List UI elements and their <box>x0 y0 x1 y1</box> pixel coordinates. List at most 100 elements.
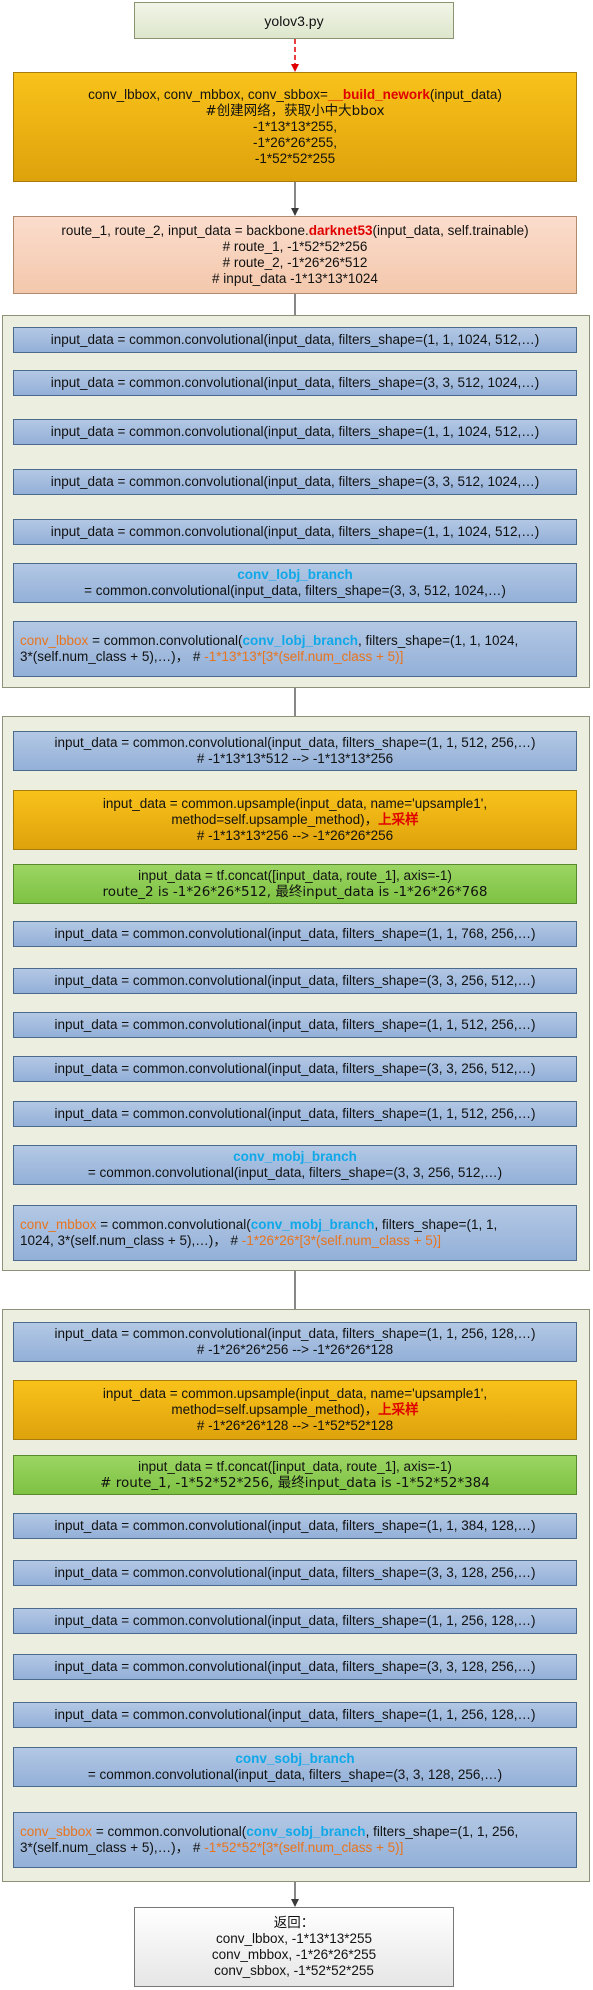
g2-upsample-line-1: input_data = common.upsample(input_data,… <box>102 796 488 811</box>
g3-conv-3: input_data = common.convolutional(input_… <box>13 1608 577 1634</box>
g2-conv-5-text: input_data = common.convolutional(input_… <box>54 1106 536 1121</box>
g3-conv-5-text: input_data = common.convolutional(input_… <box>54 1707 536 1722</box>
g2-conv-4: input_data = common.convolutional(input_… <box>13 1056 577 1082</box>
g3-conv-reduce: input_data = common.convolutional(input_… <box>13 1322 577 1362</box>
g3-output-box: conv_sbbox = common.convolutional(conv_s… <box>13 1812 577 1868</box>
g3-output-post: , filters_shape=(1, 1, 256, <box>365 1824 519 1839</box>
g3-upsample-note: # -1*26*26*128 --> -1*52*52*128 <box>196 1418 394 1433</box>
title-text: yolov3.py <box>264 12 324 29</box>
g2-output-box: conv_mbbox = common.convolutional(conv_m… <box>13 1205 577 1261</box>
g3-output-line-1: conv_sbbox = common.convolutional(conv_s… <box>20 1824 518 1840</box>
build-comment: #创建网络，获取小中大bbox <box>205 103 385 119</box>
g3-conv-2-text: input_data = common.convolutional(input_… <box>54 1565 536 1580</box>
g1-output-post: , filters_shape=(1, 1, 1024, <box>358 633 519 648</box>
g2-upsample-line-2: method=self.upsample_method)，上采样 <box>171 812 418 828</box>
returns-label: 返回： <box>273 1915 315 1931</box>
g3-output-line-2-text: 3*(self.num_class + 5),…)， # <box>20 1840 205 1855</box>
build-shape-1: -1*13*13*255, <box>252 119 338 134</box>
build-shape-3: -1*52*52*255 <box>254 151 336 166</box>
g2-conv-2: input_data = common.convolutional(input_… <box>13 968 577 994</box>
g3-conv-1: input_data = common.convolutional(input_… <box>13 1513 577 1539</box>
g3-conv-2: input_data = common.convolutional(input_… <box>13 1560 577 1586</box>
g1-conv-3: input_data = common.convolutional(input_… <box>13 419 577 445</box>
build-call-post: (input_data) <box>429 87 502 102</box>
g2-conv-reduce-text: input_data = common.convolutional(input_… <box>54 735 536 750</box>
g2-branch-name: conv_mobj_branch <box>233 1149 357 1164</box>
g2-conv-reduce: input_data = common.convolutional(input_… <box>13 731 577 771</box>
g2-conv-1-text: input_data = common.convolutional(input_… <box>54 926 536 941</box>
g3-upsample-box: input_data = common.upsample(input_data,… <box>13 1380 577 1440</box>
returns-lbbox: conv_lbbox, -1*13*13*255 <box>215 1931 373 1946</box>
g2-concat-box: input_data = tf.concat([input_data, rout… <box>13 864 577 904</box>
g3-conv-4: input_data = common.convolutional(input_… <box>13 1654 577 1680</box>
g2-upsample-box: input_data = common.upsample(input_data,… <box>13 790 577 850</box>
g1-conv-5-text: input_data = common.convolutional(input_… <box>50 524 540 539</box>
g3-conv-reduce-text: input_data = common.convolutional(input_… <box>54 1326 536 1341</box>
g1-conv-4-text: input_data = common.convolutional(input_… <box>50 474 540 489</box>
build-network-box: conv_lbbox, conv_mbbox, conv_sbbox=__bui… <box>13 72 577 182</box>
g3-output-line-2: 3*(self.num_class + 5),…)， # -1*52*52*[3… <box>20 1840 403 1856</box>
g2-output-name: conv_mbbox <box>20 1217 97 1232</box>
g3-branch-name: conv_sobj_branch <box>235 1751 355 1766</box>
backbone-route-1: # route_1, -1*52*52*256 <box>222 239 368 254</box>
g3-upsample-line-1: input_data = common.upsample(input_data,… <box>102 1386 488 1401</box>
g2-output-shape: -1*26*26*[3*(self.num_class + 5)] <box>241 1233 441 1248</box>
backbone-call: route_1, route_2, input_data = backbone.… <box>61 223 528 239</box>
g1-output-line-1: conv_lbbox = common.convolutional(conv_l… <box>20 633 518 649</box>
g2-conv-3: input_data = common.convolutional(input_… <box>13 1012 577 1038</box>
g3-concat-line-1: input_data = tf.concat([input_data, rout… <box>138 1459 452 1474</box>
build-func-name: __build_nework <box>327 87 430 102</box>
g2-conv-reduce-note: # -1*13*13*512 --> -1*13*13*256 <box>196 751 394 766</box>
g3-conv-reduce-note: # -1*26*26*256 --> -1*26*26*128 <box>196 1342 394 1357</box>
backbone-call-post: (input_data, self.trainable) <box>372 223 529 238</box>
g2-concat-line-1: input_data = tf.concat([input_data, rout… <box>138 868 452 883</box>
g2-upsample-tag: 上采样 <box>378 812 419 828</box>
g1-branch-name: conv_lobj_branch <box>237 567 353 582</box>
g1-output-branch: conv_lobj_branch <box>242 633 359 648</box>
g2-output-branch: conv_mobj_branch <box>250 1217 375 1232</box>
build-call-pre: conv_lbbox, conv_mbbox, conv_sbbox= <box>88 87 328 102</box>
g3-branch-line: = common.convolutional(input_data, filte… <box>87 1767 503 1782</box>
g1-conv-5: input_data = common.convolutional(input_… <box>13 519 577 545</box>
g2-output-line-2: 1024, 3*(self.num_class + 5),…)， # -1*26… <box>20 1233 441 1249</box>
g1-conv-2-text: input_data = common.convolutional(input_… <box>50 375 540 390</box>
backbone-input-data: # input_data -1*13*13*1024 <box>212 271 378 286</box>
g1-conv-4: input_data = common.convolutional(input_… <box>13 469 577 495</box>
g2-output-mid: = common.convolutional( <box>96 1217 251 1232</box>
title-box: yolov3.py <box>134 2 454 39</box>
g2-upsample-method: method=self.upsample_method)， <box>171 812 379 827</box>
g3-conv-3-text: input_data = common.convolutional(input_… <box>54 1613 536 1628</box>
g2-conv-2-text: input_data = common.convolutional(input_… <box>54 973 536 988</box>
g3-upsample-method: method=self.upsample_method)， <box>171 1402 379 1417</box>
g3-upsample-line-2: method=self.upsample_method)，上采样 <box>171 1402 418 1418</box>
returns-box: 返回： conv_lbbox, -1*13*13*255 conv_mbbox,… <box>134 1907 454 1987</box>
build-call: conv_lbbox, conv_mbbox, conv_sbbox=__bui… <box>88 87 502 103</box>
g2-conv-1: input_data = common.convolutional(input_… <box>13 921 577 947</box>
g2-branch-line: = common.convolutional(input_data, filte… <box>87 1165 503 1180</box>
g2-conv-5: input_data = common.convolutional(input_… <box>13 1101 577 1127</box>
g3-concat-line-2: # route_1, -1*52*52*256, 最终input_data is… <box>100 1475 490 1491</box>
build-shape-2: -1*26*26*255, <box>252 135 338 150</box>
g1-conv-3-text: input_data = common.convolutional(input_… <box>50 424 540 439</box>
backbone-call-pre: route_1, route_2, input_data = backbone. <box>61 223 309 238</box>
g1-output-box: conv_lbbox = common.convolutional(conv_l… <box>13 621 577 677</box>
g1-conv-1-text: input_data = common.convolutional(input_… <box>50 332 540 347</box>
g2-concat-line-2: route_2 is -1*26*26*512, 最终input_data is… <box>102 884 488 900</box>
returns-sbbox: conv_sbbox, -1*52*52*255 <box>214 1963 374 1978</box>
backbone-box: route_1, route_2, input_data = backbone.… <box>13 216 577 294</box>
g1-branch-box: conv_lobj_branch = common.convolutional(… <box>13 563 577 603</box>
g1-output-shape: -1*13*13*[3*(self.num_class + 5)] <box>204 649 404 664</box>
g2-conv-4-text: input_data = common.convolutional(input_… <box>54 1061 536 1076</box>
g3-conv-1-text: input_data = common.convolutional(input_… <box>54 1518 536 1533</box>
g1-conv-1: input_data = common.convolutional(input_… <box>13 327 577 353</box>
g3-conv-5: input_data = common.convolutional(input_… <box>13 1702 577 1728</box>
g3-conv-4-text: input_data = common.convolutional(input_… <box>54 1659 536 1674</box>
g2-output-line-1: conv_mbbox = common.convolutional(conv_m… <box>20 1217 497 1233</box>
g3-output-mid: = common.convolutional( <box>92 1824 247 1839</box>
g1-branch-line: = common.convolutional(input_data, filte… <box>84 583 506 598</box>
g2-output-post: , filters_shape=(1, 1, <box>374 1217 498 1232</box>
g1-output-name: conv_lbbox <box>20 633 89 648</box>
g3-upsample-tag: 上采样 <box>378 1402 419 1418</box>
g2-branch-box: conv_mobj_branch = common.convolutional(… <box>13 1145 577 1185</box>
g2-conv-3-text: input_data = common.convolutional(input_… <box>54 1017 536 1032</box>
